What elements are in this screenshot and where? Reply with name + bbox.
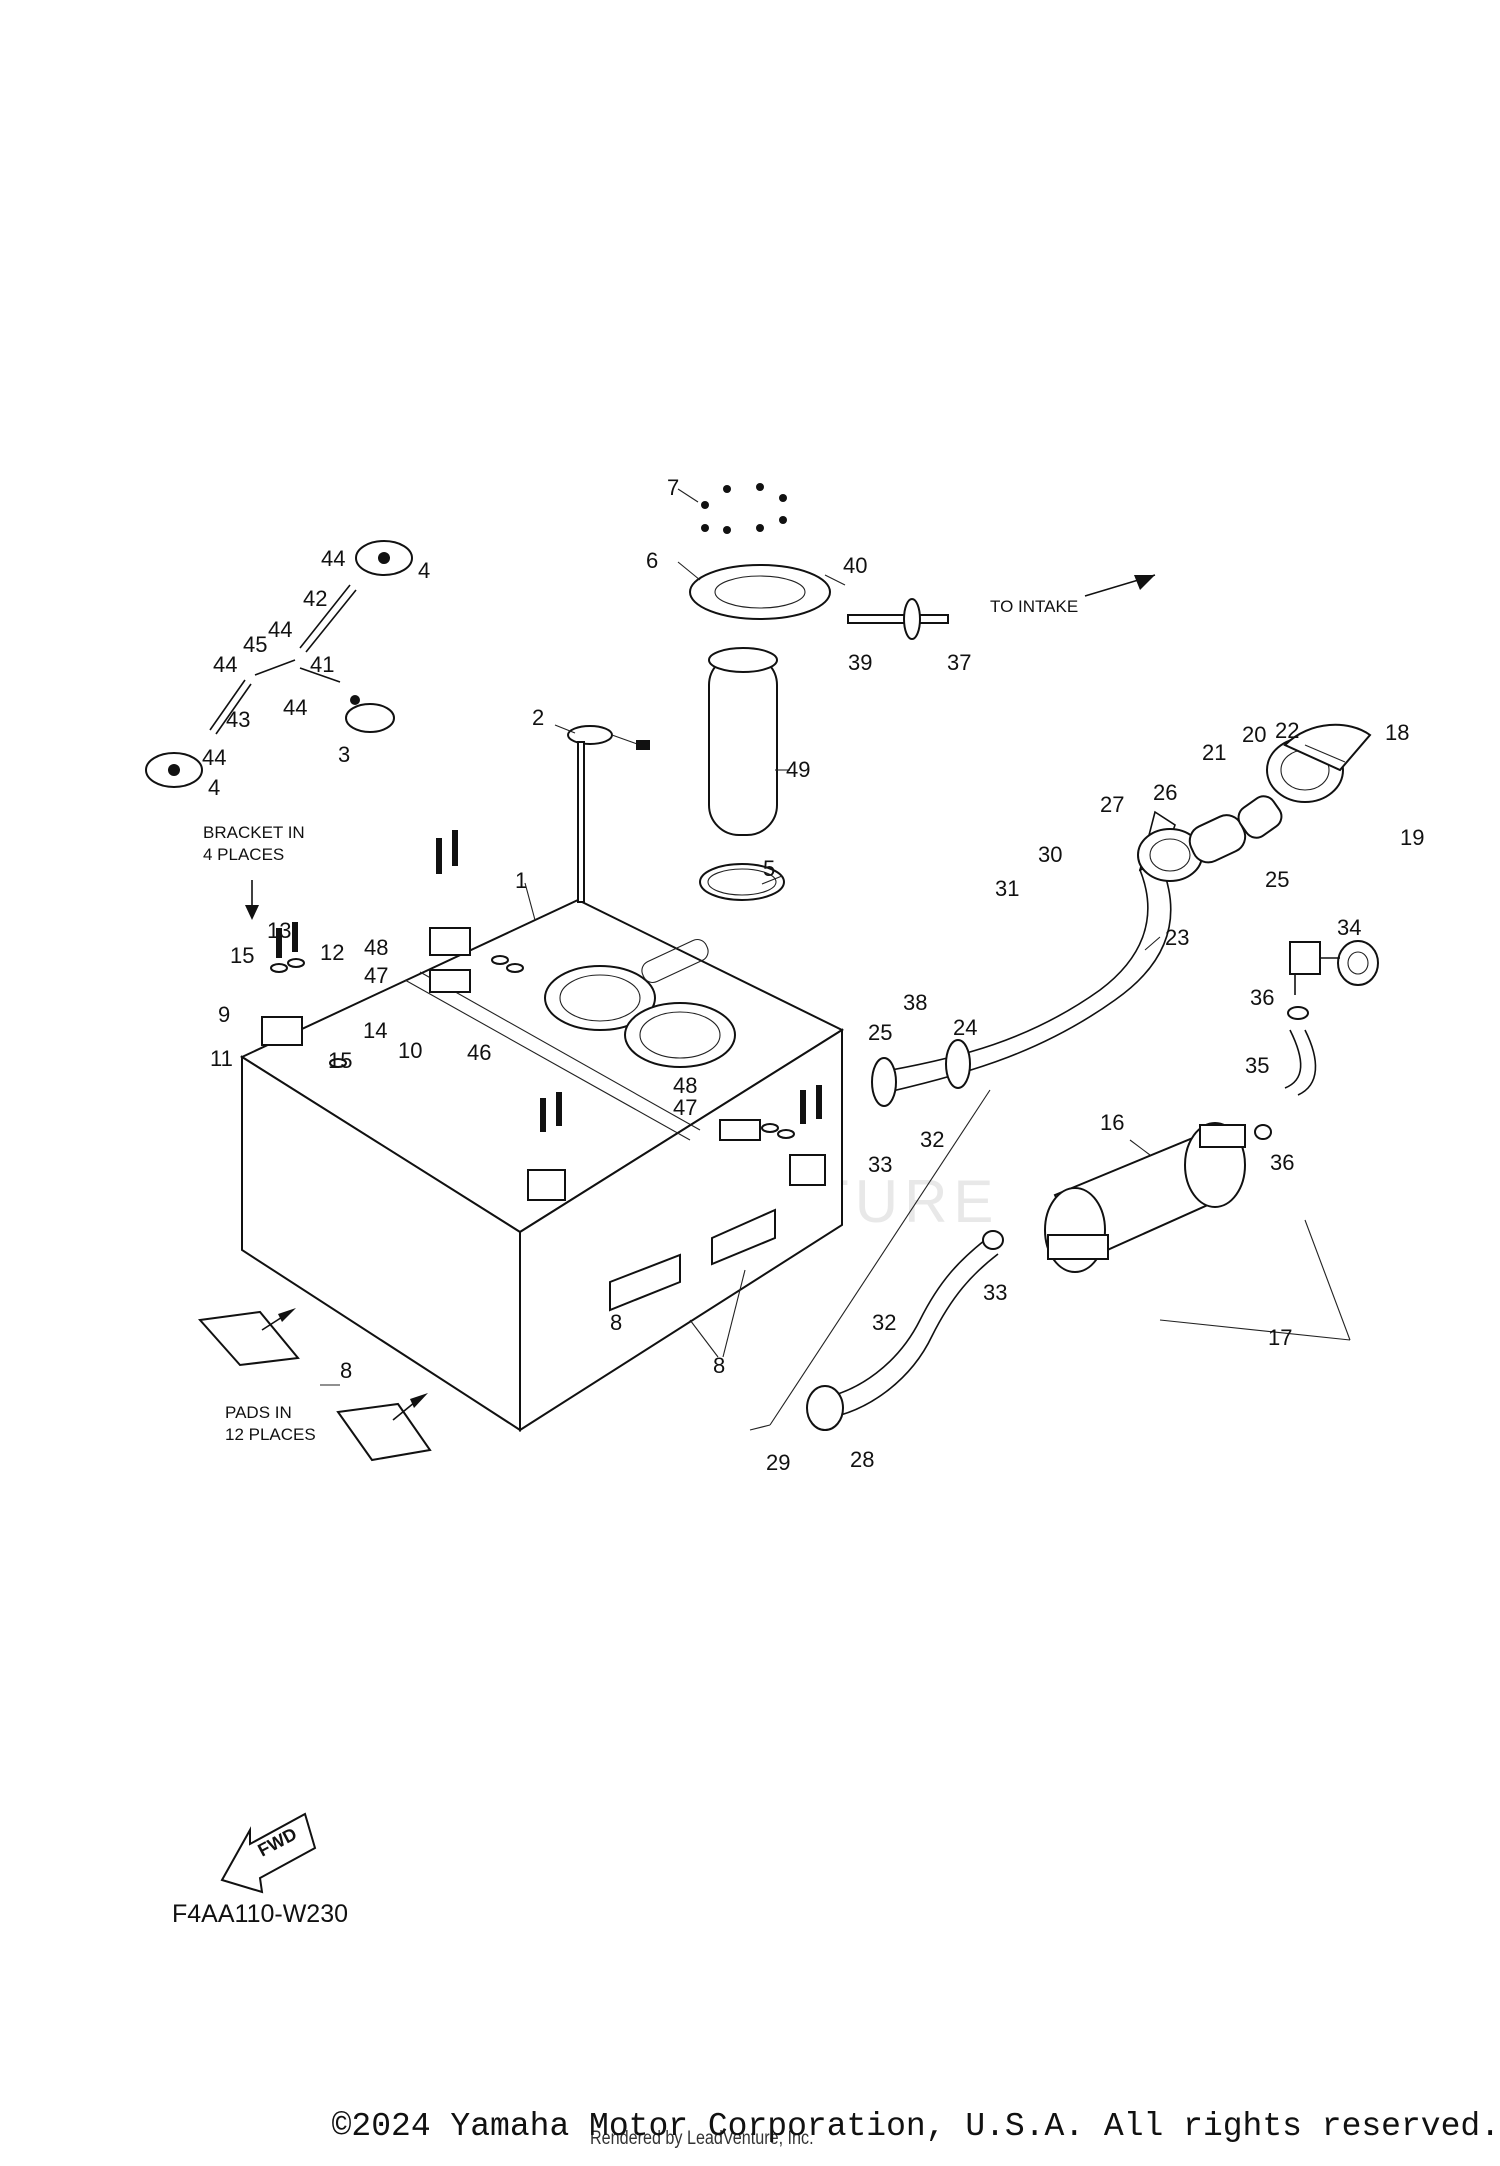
callout-4a: 4 <box>418 558 430 583</box>
callout-46: 46 <box>467 1040 491 1065</box>
callout-18: 18 <box>1385 720 1409 745</box>
callout-8a: 8 <box>713 1353 725 1378</box>
callout-9: 9 <box>218 1002 230 1027</box>
callout-44b: 44 <box>268 617 292 642</box>
callout-40: 40 <box>843 553 867 578</box>
callout-13: 13 <box>267 918 291 943</box>
pads <box>198 1308 432 1462</box>
callout-35: 35 <box>1245 1053 1269 1078</box>
callout-25a: 25 <box>1265 867 1289 892</box>
footer: Rendered by LeadVenture, Inc. ©2024 Yama… <box>0 2108 1500 2158</box>
callout-3: 3 <box>338 742 350 767</box>
filler-neck <box>1137 723 1372 882</box>
callout-17: 17 <box>1268 1325 1292 1350</box>
callout-41: 41 <box>310 652 334 677</box>
callout-16: 16 <box>1100 1110 1124 1135</box>
note-bracket-2: 4 PLACES <box>203 845 284 864</box>
callout-22: 22 <box>1275 718 1299 743</box>
callout-11: 11 <box>210 1046 233 1071</box>
vent-hose-37 <box>847 574 1156 640</box>
callout-36b: 36 <box>1270 1150 1294 1175</box>
callout-48a: 48 <box>364 935 388 960</box>
tank-brackets <box>261 927 826 1201</box>
callout-47a: 47 <box>364 963 388 988</box>
fuel-pump <box>689 564 831 901</box>
filler-hose <box>871 810 1176 1107</box>
callout-44a: 44 <box>321 546 345 571</box>
callout-44e: 44 <box>202 745 226 770</box>
callout-32a: 32 <box>920 1127 944 1152</box>
vent-hose <box>749 1230 1004 1431</box>
callout-44c: 44 <box>213 652 237 677</box>
callout-38: 38 <box>903 990 927 1015</box>
callout-19: 19 <box>1400 825 1424 850</box>
fuel-filter <box>1044 1122 1246 1273</box>
callout-48b: 48 <box>673 1073 697 1098</box>
callout-21: 21 <box>1202 740 1226 765</box>
callout-27: 27 <box>1100 792 1124 817</box>
callout-1: 1 <box>515 868 527 893</box>
note-pads-2: 12 PLACES <box>225 1425 316 1444</box>
callout-26: 26 <box>1153 780 1177 805</box>
callout-8c: 8 <box>610 1310 622 1335</box>
callout-23: 23 <box>1165 925 1189 950</box>
fitting-34 <box>1254 940 1379 1140</box>
callout-34: 34 <box>1337 915 1361 940</box>
fuel-tank <box>239 898 845 1432</box>
callout-labels: 1 2 3 4 4 5 6 7 8 8 8 9 10 11 12 13 14 1… <box>202 475 1424 1475</box>
note-to-intake: TO INTAKE <box>990 597 1078 616</box>
callout-14: 14 <box>363 1018 387 1043</box>
bolts-washers <box>270 830 822 1139</box>
callout-32b: 32 <box>872 1310 896 1335</box>
rendered-by: Rendered by LeadVenture, Inc. <box>590 2128 814 2149</box>
callout-37: 37 <box>947 650 971 675</box>
callout-2: 2 <box>532 705 544 730</box>
callout-20: 20 <box>1242 722 1266 747</box>
callout-33b: 33 <box>983 1280 1007 1305</box>
plate-screws <box>701 483 787 534</box>
callout-8b: 8 <box>340 1358 352 1383</box>
callout-44d: 44 <box>283 695 307 720</box>
callout-10: 10 <box>398 1038 422 1063</box>
callout-15a: 15 <box>230 943 254 968</box>
callout-7: 7 <box>667 475 679 500</box>
callout-45: 45 <box>243 632 267 657</box>
callout-29: 29 <box>766 1450 790 1475</box>
callout-28: 28 <box>850 1447 874 1472</box>
callout-42: 42 <box>303 586 327 611</box>
callout-5: 5 <box>763 856 775 881</box>
leader-lines <box>320 488 1351 1426</box>
callout-15b: 15 <box>328 1048 352 1073</box>
callout-24: 24 <box>953 1015 977 1040</box>
fuel-sender <box>567 725 650 903</box>
callout-36a: 36 <box>1250 985 1274 1010</box>
callout-43: 43 <box>226 707 250 732</box>
callout-33a: 33 <box>868 1152 892 1177</box>
callout-12: 12 <box>320 940 344 965</box>
callout-31: 31 <box>995 876 1019 901</box>
callout-47b: 47 <box>673 1095 697 1120</box>
note-bracket-1: BRACKET IN <box>203 823 305 842</box>
fwd-arrow-icon: FWD <box>220 1812 317 1894</box>
bracket-arrow-head <box>245 905 259 920</box>
diagram-code: F4AA110-W230 <box>172 1900 349 1928</box>
callout-6: 6 <box>646 548 658 573</box>
callout-30: 30 <box>1038 842 1062 867</box>
callout-25b: 25 <box>868 1020 892 1045</box>
copyright: ©2024 Yamaha Motor Corporation, U.S.A. A… <box>331 2108 1500 2145</box>
callout-49: 49 <box>786 757 810 782</box>
callout-4b: 4 <box>208 775 220 800</box>
callout-39: 39 <box>848 650 872 675</box>
breather-assembly <box>145 540 413 788</box>
note-pads-1: PADS IN <box>225 1403 292 1422</box>
